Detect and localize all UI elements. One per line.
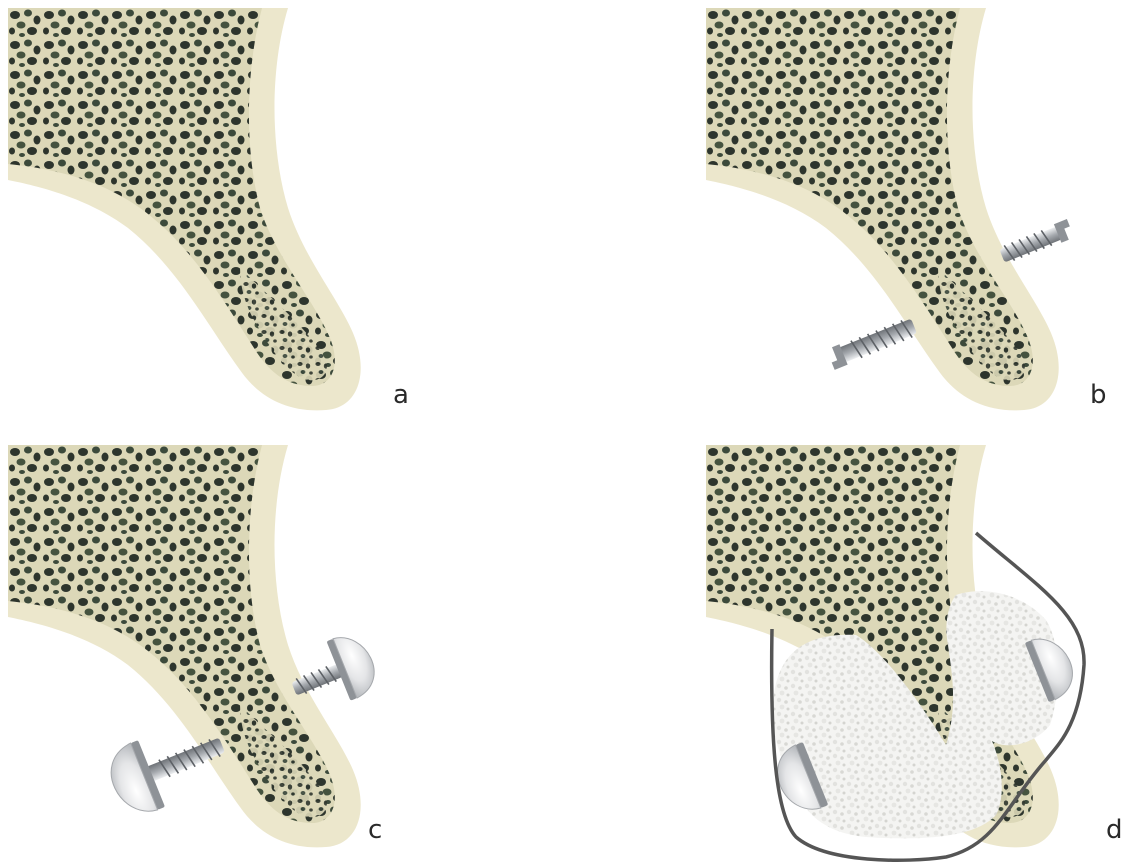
panel-label-c: c	[368, 817, 382, 843]
panel-b: b	[706, 8, 1129, 428]
panel-a: a	[8, 8, 438, 428]
panel-d: d	[706, 445, 1129, 865]
panel-c: c	[8, 445, 438, 865]
screw-left	[826, 316, 918, 370]
screw-right	[998, 219, 1074, 265]
panel-label-b: b	[1090, 382, 1107, 408]
bone-cross-section-c	[8, 445, 438, 865]
bone-cross-section-d	[706, 445, 1129, 865]
panel-label-d: d	[1106, 817, 1123, 843]
bone-cross-section-b	[706, 8, 1129, 428]
panel-label-a: a	[393, 382, 409, 408]
bone-cross-section-a	[8, 8, 438, 428]
